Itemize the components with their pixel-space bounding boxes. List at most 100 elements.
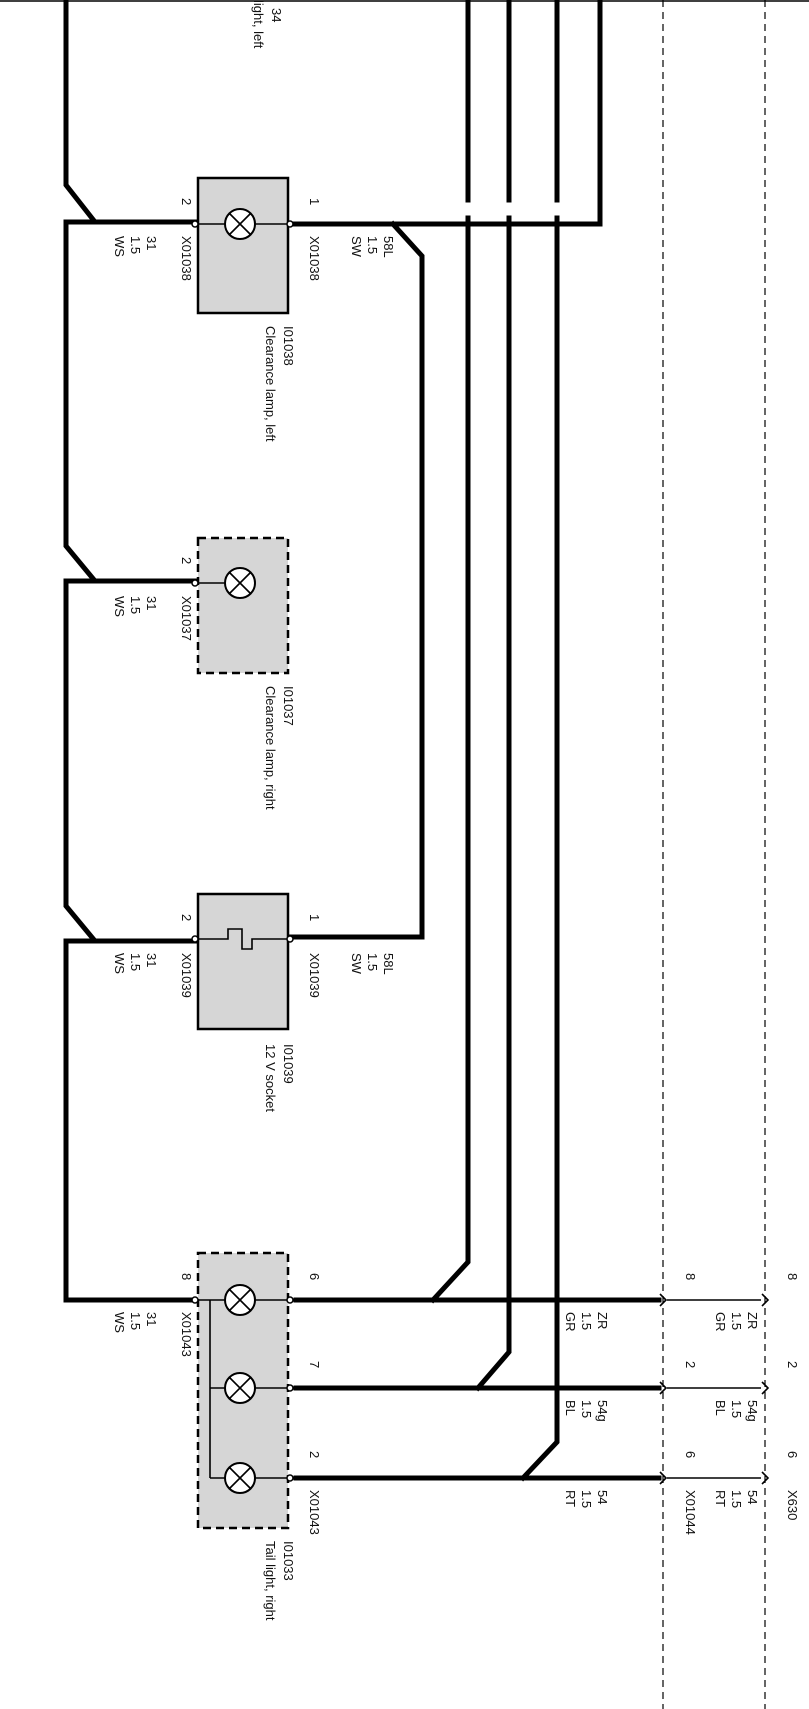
wire-54g-bl-code2-b: 1.5	[729, 1400, 744, 1418]
pin-icon	[191, 1296, 199, 1304]
bus-wire-3	[519, 0, 560, 1482]
pin-icon	[286, 1474, 294, 1482]
top-clip-number: 34	[269, 8, 284, 22]
x01037-left-code1: 31	[144, 596, 159, 610]
ground-wire	[63, 0, 198, 1303]
lamp-cross	[228, 212, 252, 236]
x01038-right-pin: 1	[307, 198, 322, 205]
x01039-right-code3: SW	[349, 953, 364, 975]
x01044-connector: X01044	[683, 1490, 698, 1535]
x01039-right-connector: X01039	[307, 953, 322, 998]
x01038-left-code2: 1.5	[128, 236, 143, 254]
wire-54g-bl-code1-b: 54g	[745, 1400, 760, 1422]
lamp-cross	[228, 1466, 252, 1490]
x01038-right-code1: 58L	[381, 236, 396, 258]
wire-zr-gr-code1: ZR	[595, 1312, 610, 1329]
pin-icon	[191, 579, 199, 587]
wire-54g-bl-code2: 1.5	[579, 1400, 594, 1418]
socket-12v-box	[196, 892, 290, 1031]
x01039-left-connector: X01039	[179, 953, 194, 998]
i01037-id: I01037	[281, 686, 296, 726]
lamp-cross	[228, 1288, 252, 1312]
wire-zr-gr-code1-b: ZR	[745, 1312, 760, 1329]
wire-54-rt-code3-b: RT	[713, 1490, 728, 1507]
x01044-chevron-2	[659, 1381, 668, 1395]
wire-54g-bl-code3-b: BL	[713, 1400, 728, 1416]
x01038-left-code3: WS	[112, 236, 127, 257]
lamp-cross	[228, 1376, 252, 1400]
x01038-right-connector: X01038	[307, 236, 322, 281]
wire-54-rt-code2: 1.5	[579, 1490, 594, 1508]
pin-icon	[286, 1384, 294, 1392]
x01043-pin-7: 7	[307, 1361, 322, 1368]
x01039-left-code3: WS	[112, 953, 127, 974]
wire-54-rt-code1: 54	[595, 1490, 610, 1504]
x630-pin-6: 6	[785, 1451, 800, 1458]
wire-54g-bl-code3: BL	[563, 1400, 578, 1416]
x01043-pin-2: 2	[307, 1451, 322, 1458]
x01039-left-code1: 31	[144, 953, 159, 967]
bus-wire-1	[429, 0, 471, 1304]
x01038-left-connector: X01038	[179, 236, 194, 281]
x630-pin-8: 8	[785, 1273, 800, 1280]
top-clip-text: light, left	[251, 0, 266, 49]
wire-54-rt-code1-b: 54	[745, 1490, 760, 1504]
x01038-right-code3: SW	[349, 236, 364, 258]
pin-icon	[286, 220, 294, 228]
feed-wire-58l-branch	[287, 220, 425, 940]
socket-icon	[195, 928, 290, 950]
x01037-left-pin: 2	[179, 557, 194, 564]
i01037-name: Clearance lamp, right	[263, 686, 278, 810]
x01043-left-connector: X01043	[179, 1312, 194, 1357]
x01044-chevron-6	[659, 1471, 668, 1485]
x01043-pin-6: 6	[307, 1273, 322, 1280]
x01039-right-code1: 58L	[381, 953, 396, 975]
x01044-pin-6: 6	[683, 1451, 698, 1458]
i01038-id: I01038	[281, 326, 296, 366]
x630-chevron-2	[761, 1381, 770, 1395]
x01043-left-pin: 8	[179, 1273, 194, 1280]
pin-icon	[286, 1296, 294, 1304]
x630-chevron-6	[761, 1471, 770, 1485]
lamp-cross	[228, 571, 252, 595]
clearance-lamp-right-box	[196, 536, 290, 675]
x01044-pin-8: 8	[683, 1273, 698, 1280]
i01033-name: Tail light, right	[263, 1541, 278, 1621]
wire-54-rt-code3: RT	[563, 1490, 578, 1507]
x01044-chevron-8	[659, 1293, 668, 1307]
pin-icon	[191, 220, 199, 228]
wire-zr-gr-code3-b: GR	[713, 1312, 728, 1332]
i01033-id: I01033	[281, 1541, 296, 1581]
x01043-left-code1: 31	[144, 1312, 159, 1326]
x01037-left-code3: WS	[112, 596, 127, 617]
x01043-left-code3: WS	[112, 1312, 127, 1333]
wire-zr-gr-code2-b: 1.5	[729, 1312, 744, 1330]
x01039-left-code2: 1.5	[128, 953, 143, 971]
x630-pin-2: 2	[785, 1361, 800, 1368]
pin-icon	[286, 935, 294, 943]
x01038-right-code2: 1.5	[365, 236, 380, 254]
x01037-left-code2: 1.5	[128, 596, 143, 614]
x01037-left-connector: X01037	[179, 596, 194, 641]
i01039-id: I01039	[281, 1044, 296, 1084]
pin-icon	[191, 935, 199, 943]
x01039-right-pin: 1	[307, 914, 322, 921]
bus-wire-2	[474, 0, 512, 1392]
clearance-lamp-left-box	[196, 176, 290, 315]
x01038-left-pin: 2	[179, 198, 194, 205]
i01038-name: Clearance lamp, left	[263, 326, 278, 442]
x01044-pin-2: 2	[683, 1361, 698, 1368]
i01039-name: 12 V socket	[263, 1044, 278, 1112]
x01043-right-connector: X01043	[307, 1490, 322, 1535]
x01038-left-code1: 31	[144, 236, 159, 250]
wire-54-rt-code2-b: 1.5	[729, 1490, 744, 1508]
x630-connector: X630	[785, 1490, 800, 1520]
x01043-left-code2: 1.5	[128, 1312, 143, 1330]
wire-zr-gr-code3: GR	[563, 1312, 578, 1332]
x01039-right-code2: 1.5	[365, 953, 380, 971]
x630-chevron-8	[761, 1293, 770, 1307]
wire-zr-gr-code2: 1.5	[579, 1312, 594, 1330]
x01039-left-pin: 2	[179, 914, 194, 921]
wire-54g-bl-code1: 54g	[595, 1400, 610, 1422]
